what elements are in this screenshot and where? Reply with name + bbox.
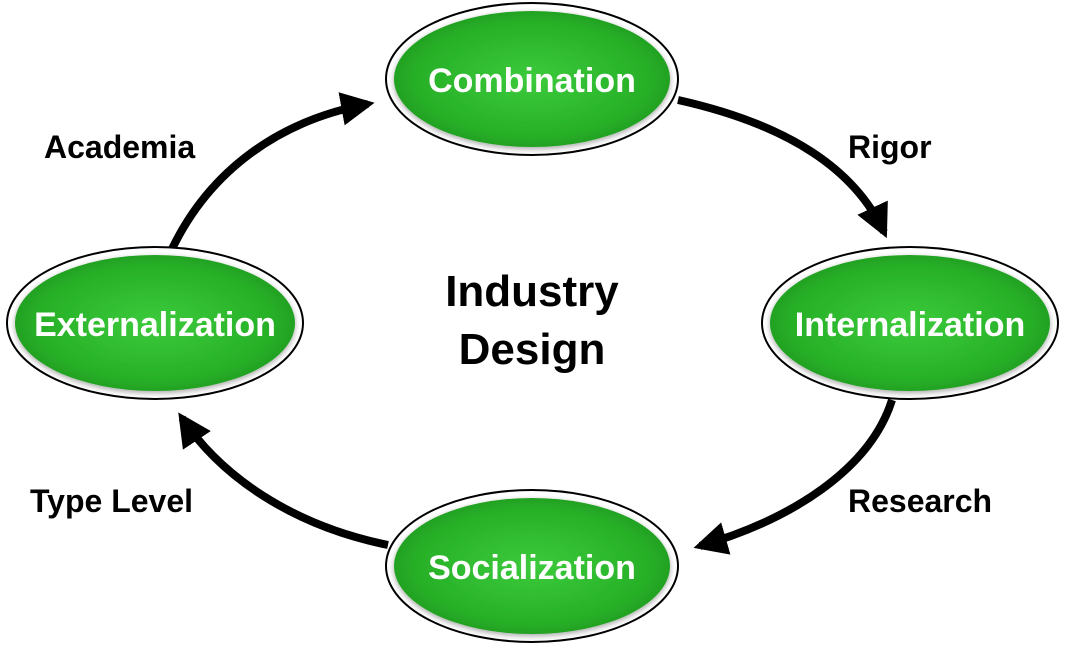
node-socialization: Socialization bbox=[385, 489, 679, 643]
node-combination-label: Combination bbox=[428, 62, 636, 100]
node-externalization: Externalization bbox=[6, 246, 304, 400]
center-title-line2: Design bbox=[459, 325, 606, 374]
edge-label-type-level: Type Level bbox=[30, 483, 193, 519]
node-combination: Combination bbox=[385, 2, 679, 156]
edge-label-research: Research bbox=[848, 483, 992, 519]
node-internalization-label: Internalization bbox=[795, 306, 1025, 344]
arrow-internalization-to-socialization bbox=[693, 398, 896, 555]
edge-label-academia: Academia bbox=[44, 129, 195, 165]
arrow-socialization-to-externalization bbox=[178, 412, 389, 549]
node-externalization-label: Externalization bbox=[34, 306, 276, 344]
node-internalization: Internalization bbox=[761, 246, 1059, 400]
arrow-combination-to-internalization bbox=[677, 96, 888, 239]
arrow-externalization-to-combination bbox=[168, 92, 375, 251]
node-socialization-label: Socialization bbox=[428, 549, 636, 587]
edge-label-rigor: Rigor bbox=[848, 129, 932, 165]
center-title-line1: Industry bbox=[445, 267, 619, 316]
